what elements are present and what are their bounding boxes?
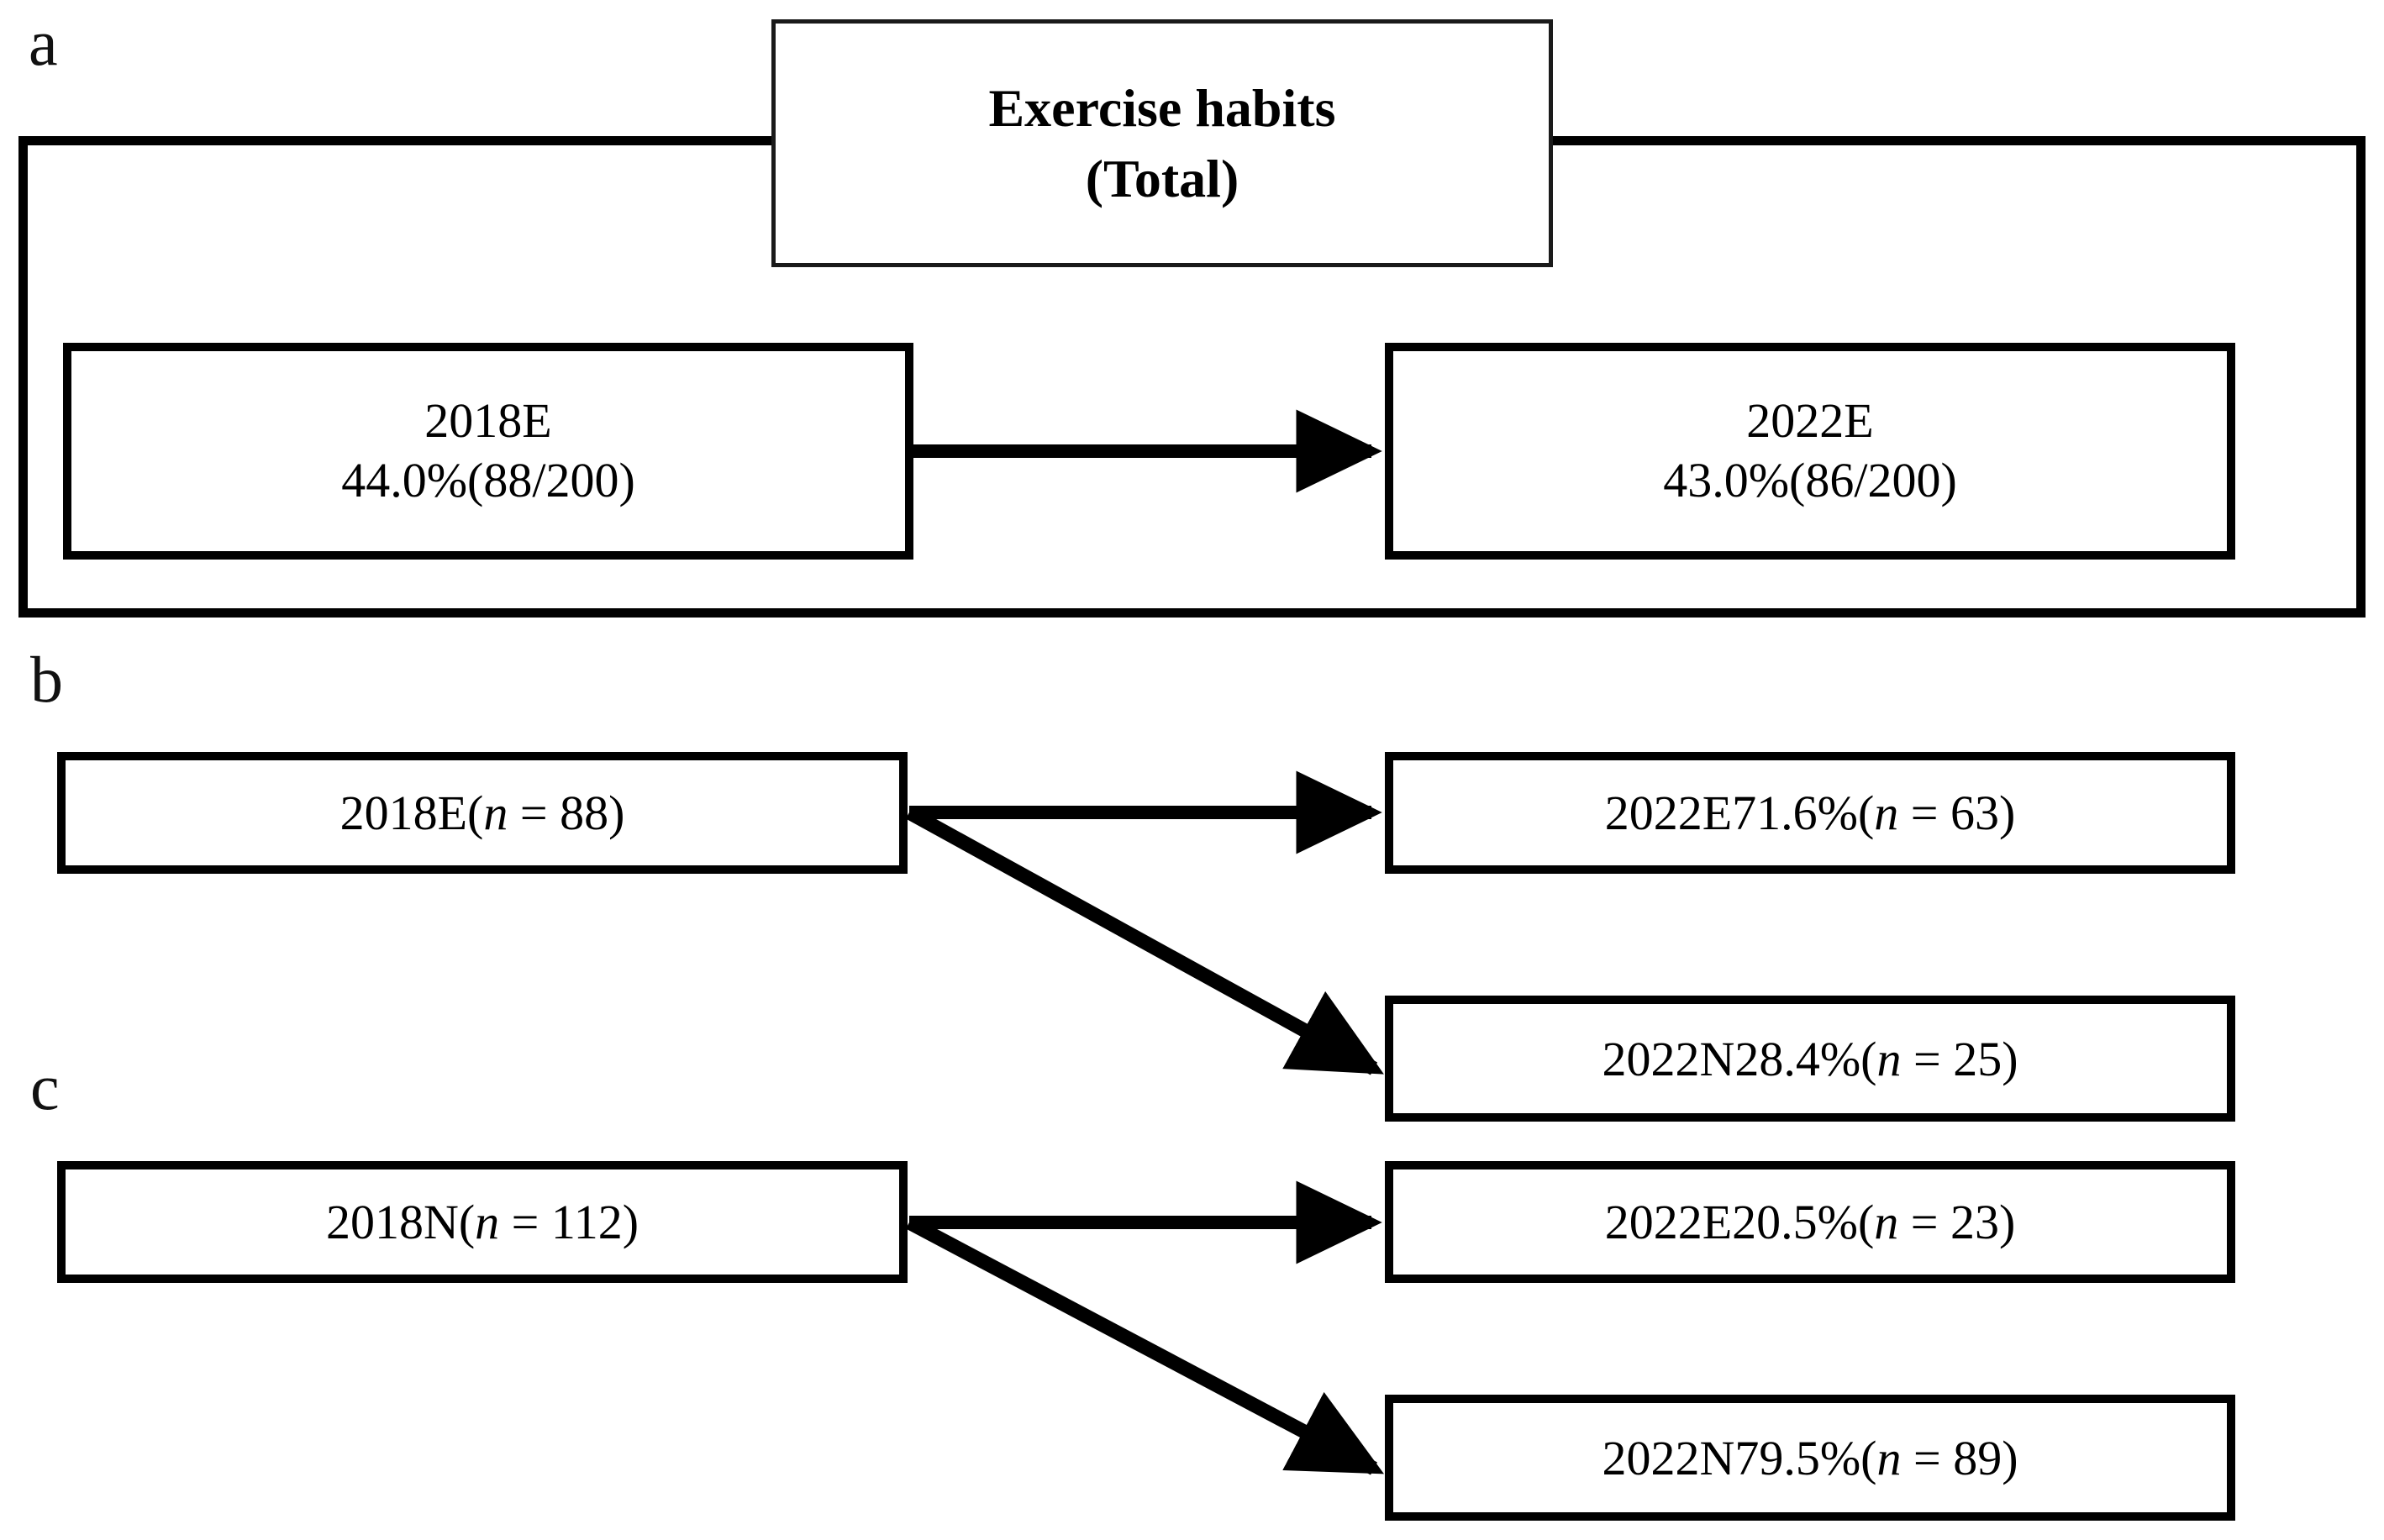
node-c-target1-prefix: 2022E20.5%(: [1604, 1195, 1875, 1249]
node-b-target2-var: n: [1876, 1031, 1902, 1086]
node-c-target1-suffix: = 23): [1898, 1195, 2016, 1249]
node-2018e-total: 2018E 44.0%(88/200): [63, 343, 913, 560]
node-2022e-total-line1: 2022E: [1746, 393, 1874, 449]
panel-a-title-line2: (Total): [1085, 148, 1239, 208]
node-c-source-suffix: = 112): [499, 1195, 639, 1249]
node-2018e-total-line2: 44.0%(88/200): [341, 453, 635, 507]
node-c-target2-suffix: = 89): [1901, 1430, 2018, 1485]
node-c-target-2022n: 2022N79.5%(n = 89): [1385, 1395, 2235, 1521]
arrow-b-to-2022n: [905, 806, 1384, 1075]
node-c-target-2022n-label: 2022N79.5%(n = 89): [1602, 1430, 2018, 1486]
node-b-target-2022n-label: 2022N28.4%(n = 25): [1602, 1031, 2018, 1087]
node-b-target2-prefix: 2022N28.4%(: [1602, 1031, 1877, 1086]
node-c-target-2022e-label: 2022E20.5%(n = 23): [1605, 1194, 2016, 1250]
node-c-source-2018n: 2018N(n = 112): [57, 1161, 908, 1283]
node-b-target-2022n: 2022N28.4%(n = 25): [1385, 996, 2235, 1122]
node-2022e-total-line2: 43.0%(86/200): [1663, 453, 1957, 507]
node-c-target1-var: n: [1874, 1195, 1899, 1249]
panel-letter-b: b: [30, 643, 63, 716]
node-b-source-2018e: 2018E(n = 88): [57, 752, 908, 874]
panel-letter-c: c: [30, 1050, 60, 1123]
node-b-source-var: n: [483, 786, 508, 840]
node-b-source-prefix: 2018E(: [339, 786, 484, 840]
node-b-target-2022e-label: 2022E71.6%(n = 63): [1605, 785, 2016, 841]
node-b-target-2022e: 2022E71.6%(n = 63): [1385, 752, 2235, 874]
node-c-target2-prefix: 2022N79.5%(: [1602, 1430, 1877, 1485]
node-b-target2-suffix: = 25): [1901, 1031, 2018, 1086]
node-b-source-2018e-label: 2018E(n = 88): [340, 785, 625, 841]
node-c-source-var: n: [475, 1195, 500, 1249]
node-b-target1-var: n: [1874, 786, 1899, 840]
panel-a-title-line1: Exercise habits: [988, 78, 1336, 139]
node-c-source-prefix: 2018N(: [325, 1195, 476, 1249]
arrow-c-to-2022n: [906, 1216, 1385, 1475]
node-2022e-total: 2022E 43.0%(86/200): [1385, 343, 2235, 560]
panel-letter-a: a: [29, 6, 58, 79]
node-b-target1-suffix: = 63): [1898, 786, 2016, 840]
node-c-source-2018n-label: 2018N(n = 112): [326, 1194, 639, 1250]
node-2018e-total-line1: 2018E: [424, 393, 552, 449]
node-c-target-2022e: 2022E20.5%(n = 23): [1385, 1161, 2235, 1283]
node-b-target1-prefix: 2022E71.6%(: [1604, 786, 1875, 840]
panel-a-title-box: Exercise habits (Total): [771, 19, 1553, 267]
node-b-source-suffix: = 88): [508, 786, 625, 840]
node-c-target2-var: n: [1876, 1430, 1902, 1485]
